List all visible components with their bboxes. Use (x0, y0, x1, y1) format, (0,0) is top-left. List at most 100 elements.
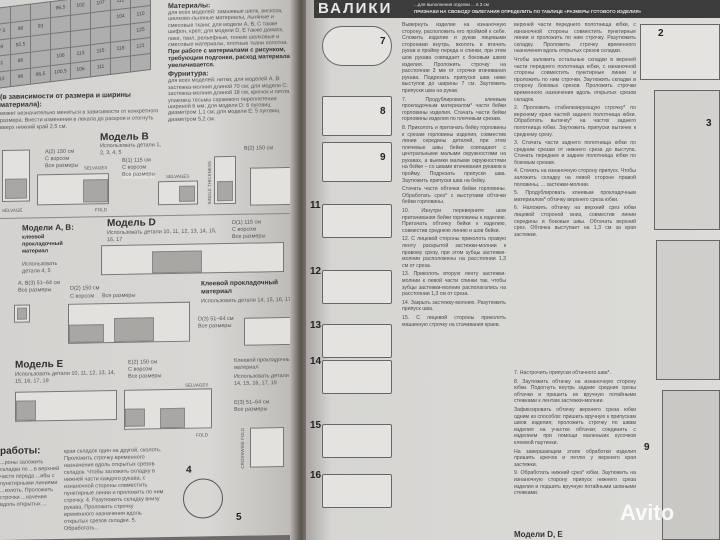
fold-label: FOLD (196, 432, 209, 438)
size-table-cell (51, 31, 70, 50)
figure-13-illustration (322, 324, 392, 358)
avito-watermark: Avito (620, 500, 675, 525)
size-table-cell: 113 (71, 45, 90, 63)
size-table-cell: 97,5 (0, 23, 10, 41)
size-table-cell (111, 56, 130, 74)
instruction-paragraph: 7. Продублировать клеевым прокладочным м… (402, 96, 506, 123)
models-ab-title: Модели A, B: (22, 222, 74, 233)
figure-9-illustration (662, 390, 720, 540)
figure-9-illustration (322, 142, 392, 182)
instruction-paragraph: Стачать части обтачки бейки горловины. О… (402, 186, 506, 206)
size-table-cell: 100,5 (51, 63, 70, 82)
figure-11-illustration (322, 204, 392, 238)
pattern-layout-e3 (250, 427, 284, 468)
figure-12-number: 12 (310, 266, 322, 277)
work-text-1: ...роны заложить складки по ...в верхней… (0, 459, 60, 508)
size-table-cell: 96,5 (31, 66, 50, 84)
layout-heading: (в зависимости от размера и ширины матер… (0, 91, 131, 109)
model-d-parts: Использовать детали 10, 11, 12, 13, 14, … (107, 228, 217, 244)
pattern-layout-a2 (37, 173, 109, 206)
size-table-cell: 106 (51, 47, 70, 66)
instruction-paragraph: 9. Обработать нижний срез* юбки. Заутюжи… (514, 470, 636, 497)
instruction-paragraph: 3. Стачать части заднего полотнища юбки … (514, 140, 636, 166)
model-e-interfacing-parts: Использовать детали 14, 15, 16, 17, 19 (234, 372, 289, 387)
size-table-cell (71, 13, 90, 31)
size-table-cell: 118 (111, 40, 130, 58)
banner-line-2: ПРИЗНАКИ НА СВОБОДУ ОБЛЕГАНИЯ ОПРЕДЕЛИТЬ… (414, 9, 642, 14)
selvage-label: SELVAGE (2, 207, 23, 213)
size-table-cell: 111 (91, 58, 110, 77)
instructions-column-3: 7. Настрочить припуски обтачного шва*.8.… (514, 370, 636, 499)
single-thickness-label: SINGLE THICKNESS (207, 161, 213, 205)
size-table-cell (131, 54, 150, 72)
figure-13-number: 13 (310, 320, 322, 331)
size-table-cell (51, 15, 70, 34)
model-d-2-width: D(2) 150 см (70, 285, 100, 292)
layout-note: может незначительно меняться в зависимос… (0, 108, 159, 131)
instruction-paragraph: 10. Изнутри переверните шов притачивания… (402, 208, 506, 234)
model-b-parts: Использовать детали 1, 2, 3, 4, 5 (100, 142, 161, 157)
models-ab-parts: Использовать детали 4, 5 (22, 260, 58, 275)
size-table-cell (31, 50, 50, 68)
skirt-illustration (656, 240, 720, 380)
instruction-paragraph: Зафиксировать обтачку верхнего среза юбк… (514, 406, 636, 446)
figure-16-number: 16 (310, 470, 322, 481)
model-e-title: Модель E (15, 358, 64, 371)
size-table-cell: 96,5 (51, 0, 70, 18)
figure-7-illustration (322, 26, 392, 66)
right-page: ВАЛИКИ ...для выполнения отделки ... в 3… (306, 0, 720, 540)
materials-text: для всех моделей: замшевые шелк, вискоза… (168, 8, 288, 49)
size-table-cell: 104 (111, 8, 130, 26)
figure-8-number: 8 (380, 106, 386, 117)
instruction-paragraph: 8. Приколоть и притачать бейку горловины… (402, 124, 506, 184)
pattern-layout-b-single (214, 155, 236, 205)
instruction-paragraph: 4. Стачать на изнаночную сторону припуск… (514, 168, 636, 188)
size-table-cell (71, 29, 90, 47)
pattern-layout-d1 (101, 242, 284, 276)
size-table-cell (0, 7, 10, 25)
figure-16-illustration (322, 474, 392, 508)
size-table-cell: 106 (71, 61, 90, 79)
instruction-paragraph: 6. Наложить обтачку на верхний срез юбки… (514, 205, 636, 238)
model-b-title: Модель B (100, 131, 149, 144)
figure-3-illustration (654, 90, 720, 230)
sizes-label: Все размеры (232, 233, 266, 240)
figure-3-number: 3 (706, 118, 712, 129)
pattern-layout-e2 (124, 388, 212, 430)
size-table-cell (11, 4, 30, 23)
selvages-label: SELVAGES (84, 165, 108, 171)
size-table-cell (91, 10, 110, 29)
materials-section: Материалы: для всех моделей: замшевые ше… (168, 1, 294, 123)
size-table-cell: 98 (11, 20, 30, 39)
pattern-layout-d2 (68, 301, 190, 344)
instruction-paragraph: 13. Приколоть вторую ленту застежки-молн… (402, 271, 506, 298)
fold-label: FOLD (95, 207, 108, 213)
instruction-paragraph: Вывернуть изделие на изнаночную сторону,… (402, 22, 506, 94)
size-table-cell: 96 (11, 68, 30, 87)
pattern-layout-a1 (2, 149, 30, 202)
models-de-heading: Модели D, E (514, 530, 563, 539)
size-table-cell (91, 26, 110, 45)
pattern-layout-b1 (158, 180, 198, 206)
instruction-paragraph: 14. Закрыть застежку-молнию. Разутюжить … (402, 299, 506, 313)
sizes-label: Все размеры (102, 292, 136, 300)
model-e-interfacing: Клеевой прокладочный материал (234, 356, 294, 371)
size-table-cell: 125 (131, 22, 150, 40)
size-table: 96,510210711211797,598931041108992,51258… (0, 0, 151, 90)
size-table-cell: 121 (131, 38, 150, 56)
nap-label: С ворсом (70, 293, 95, 300)
models-ab-interfacing: клеевой прокладочный материал (22, 234, 63, 255)
materials-note: При работе с материалами с рисунком, тре… (168, 47, 290, 70)
figure-8-illustration (322, 96, 392, 136)
size-table-cell: 81 (0, 55, 10, 73)
size-table-cell: 110 (131, 6, 150, 24)
figure-12-illustration (322, 270, 392, 304)
figure-14-number: 14 (310, 356, 322, 367)
figure-9-number: 9 (380, 152, 386, 163)
selvages-label: SELVAGES (185, 382, 209, 388)
figure-4-detail-circle (183, 478, 223, 519)
figure-2-illustration (640, 24, 720, 80)
size-table-cell: 115 (91, 42, 110, 61)
instruction-paragraph: 8. Заутюжить обтачку на изнаночную сторо… (514, 378, 636, 405)
sizes-label: Все размеры (128, 373, 162, 380)
